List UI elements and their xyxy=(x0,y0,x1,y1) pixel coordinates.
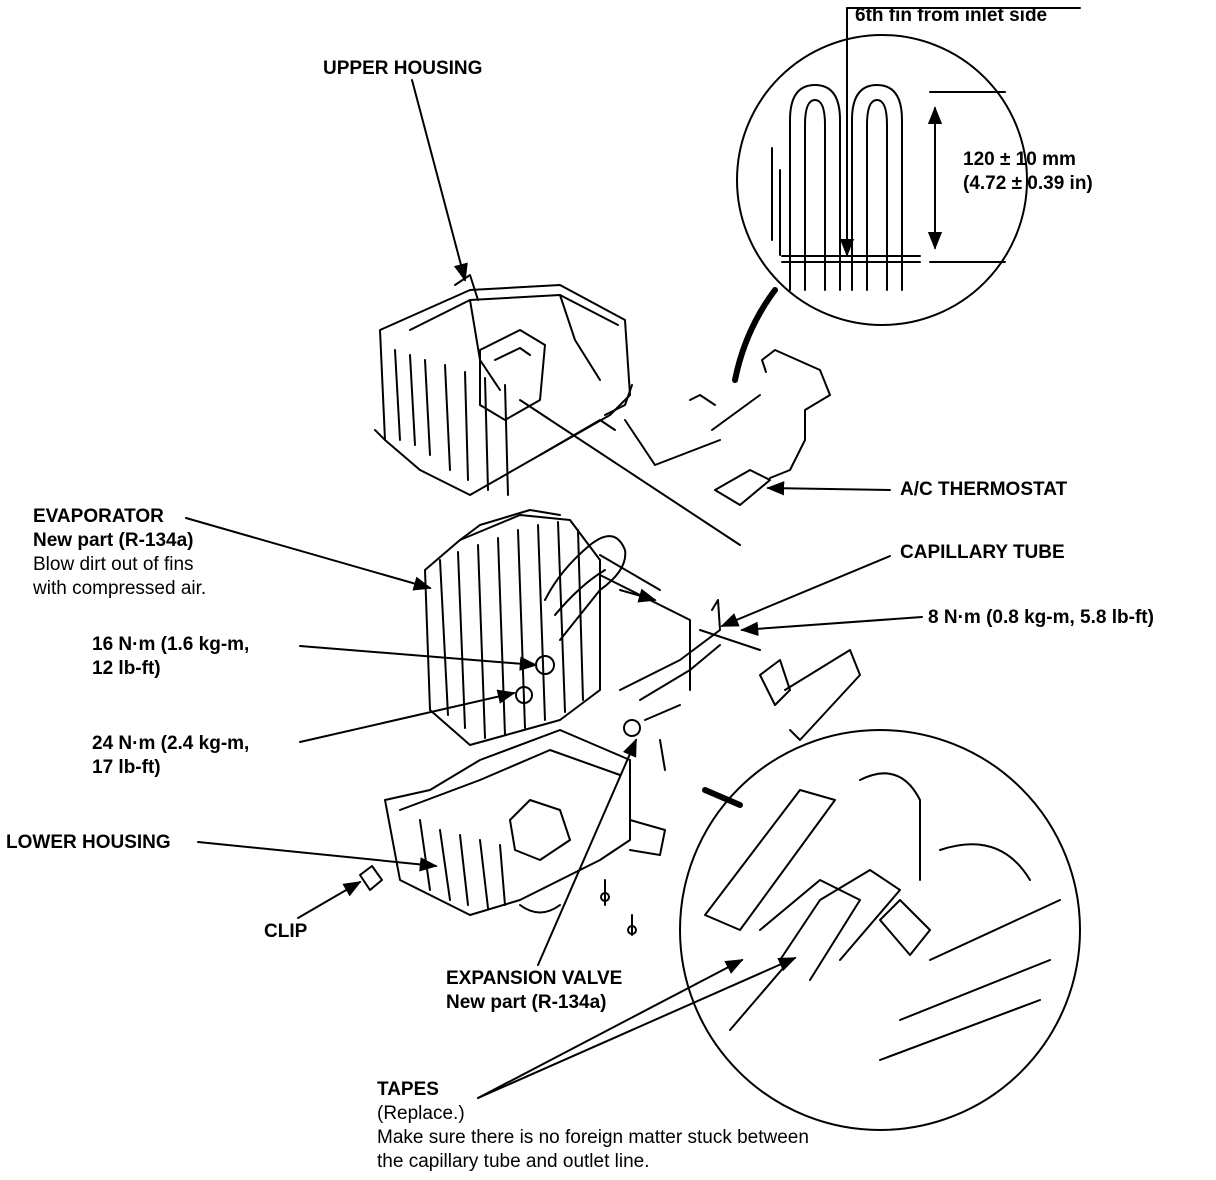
leader-tapes-2 xyxy=(477,957,797,1099)
upper-housing-drawing xyxy=(374,274,741,546)
tapes-note-line-1: Make sure there is no foreign matter stu… xyxy=(377,1127,809,1148)
leader-expansion-valve xyxy=(537,738,637,966)
lower-housing-label: LOWER HOUSING xyxy=(6,832,171,853)
dimension-mm-label: 120 ± 10 mm xyxy=(963,149,1076,170)
lower-housing-drawing xyxy=(384,729,666,936)
torque-16-label-line-1: 16 N·m (1.6 kg-m, xyxy=(92,634,250,655)
clip-label: CLIP xyxy=(264,921,308,942)
leader-tapes-1 xyxy=(477,959,744,1099)
ac-thermostat-label: A/C THERMOSTAT xyxy=(900,479,1068,500)
leader-lines xyxy=(185,79,923,1099)
expansion-valve-label: EXPANSION VALVE xyxy=(446,968,623,989)
leader-ac-thermostat xyxy=(766,481,891,496)
torque-8-label: 8 N·m (0.8 kg-m, 5.8 lb-ft) xyxy=(928,607,1154,628)
leader-evaporator xyxy=(185,517,432,591)
evaporator-note-line-1: Blow dirt out of fins xyxy=(33,554,194,575)
capillary-tube-drawing xyxy=(619,599,761,771)
tape-pieces-drawing xyxy=(359,649,861,891)
leader-upper-housing xyxy=(411,79,468,282)
torque-24-label-line-1: 24 N·m (2.4 kg-m, xyxy=(92,733,250,754)
expansion-valve-new-part-label: New part (R-134a) xyxy=(446,992,607,1013)
tapes-label: TAPES xyxy=(377,1079,439,1100)
leader-torque-8 xyxy=(740,616,923,637)
capillary-tube-label: CAPILLARY TUBE xyxy=(900,542,1065,563)
fin-position-note: 6th fin from inlet side xyxy=(855,5,1048,26)
torque-16-label-line-2: 12 lb-ft) xyxy=(92,658,161,679)
evaporator-label: EVAPORATOR xyxy=(33,506,164,527)
tape-detail-inset xyxy=(679,729,1081,1131)
leader-clip xyxy=(297,881,362,919)
leader-lower-housing xyxy=(197,841,438,872)
upper-housing-label: UPPER HOUSING xyxy=(323,58,483,79)
tapes-note-line-2: the capillary tube and outlet line. xyxy=(377,1151,650,1172)
fin-detail-inset xyxy=(732,7,1081,383)
leader-torque-24 xyxy=(299,689,516,743)
dimension-in-label: (4.72 ± 0.39 in) xyxy=(963,173,1093,194)
evaporator-new-part-label: New part (R-134a) xyxy=(33,530,194,551)
ac-thermostat-drawing xyxy=(689,349,831,506)
evaporator-core-drawing xyxy=(424,509,691,746)
leader-torque-16 xyxy=(299,645,538,671)
evaporator-note-line-2: with compressed air. xyxy=(33,578,207,599)
torque-24-label-line-2: 17 lb-ft) xyxy=(92,757,161,778)
tapes-replace-label: (Replace.) xyxy=(377,1103,465,1124)
leader-capillary-tube xyxy=(720,555,891,627)
